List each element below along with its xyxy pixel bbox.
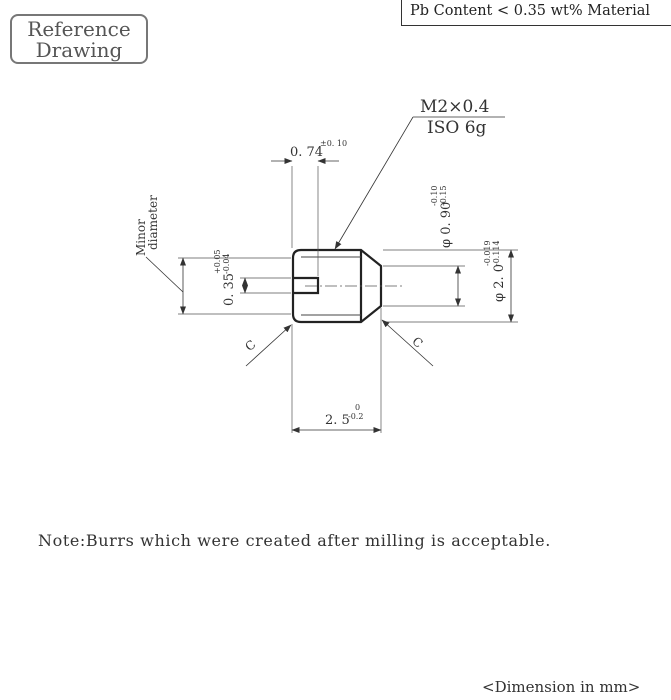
slot-width-tolerance: ±0. 10: [320, 139, 347, 148]
slot-depth-tol-lower: -0.15: [439, 185, 448, 206]
minor-diameter-tol-upper: +0.05: [213, 249, 222, 274]
thread-spec-line-2: ISO 6g: [427, 118, 487, 138]
note-text: Note:Burrs which were created after mill…: [38, 531, 551, 550]
major-diameter-tol-upper: -0.019: [483, 240, 492, 266]
dimension-lines: [180, 158, 514, 433]
extension-lines: [178, 166, 518, 433]
thread-root-lines: [301, 256, 361, 316]
length-tol-upper: 0: [355, 403, 360, 412]
minor-diameter-label-line-1: Minor: [134, 219, 148, 256]
chamfer-right-label: C: [409, 334, 425, 351]
chamfer-left-label: C: [242, 337, 258, 354]
minor-diameter-tol-lower: -0.04: [222, 253, 231, 274]
stamp-line-1: Reference: [27, 17, 131, 41]
minor-diameter-value: 0. 35: [222, 273, 237, 306]
major-diameter-value: φ 2. 0: [492, 264, 507, 302]
length-value: 2. 5: [325, 413, 350, 428]
slot-depth-value: φ 0. 90: [439, 202, 454, 248]
slot-depth-tol-upper: -0.10: [430, 185, 439, 206]
length-tol-lower: -0.2: [348, 412, 363, 421]
thread-spec-line-1: M2×0.4: [420, 97, 490, 117]
minor-diameter-label: Minor diameter: [134, 195, 160, 256]
reference-drawing-stamp: Reference Drawing: [10, 14, 148, 64]
leader-lines: [145, 116, 505, 367]
minor-diameter-dimension: 0. 35 +0.05 -0.04: [213, 249, 237, 306]
slot-width-value: 0. 74: [290, 145, 323, 160]
minor-diameter-label-line-2: diameter: [146, 195, 160, 250]
major-diameter-label: φ 2. 0 -0.019 -0.114: [483, 240, 507, 302]
slot-depth-label: φ 0. 90 -0.10 -0.15: [430, 185, 454, 248]
major-diameter-tol-lower: -0.114: [492, 240, 501, 266]
stamp-line-2: Drawing: [35, 38, 123, 62]
material-label: Pb Content < 0.35 wt% Material: [410, 3, 651, 19]
material-spec-box: Pb Content < 0.35 wt% Material: [401, 0, 671, 26]
dimension-units: <Dimension in mm>: [482, 678, 641, 696]
